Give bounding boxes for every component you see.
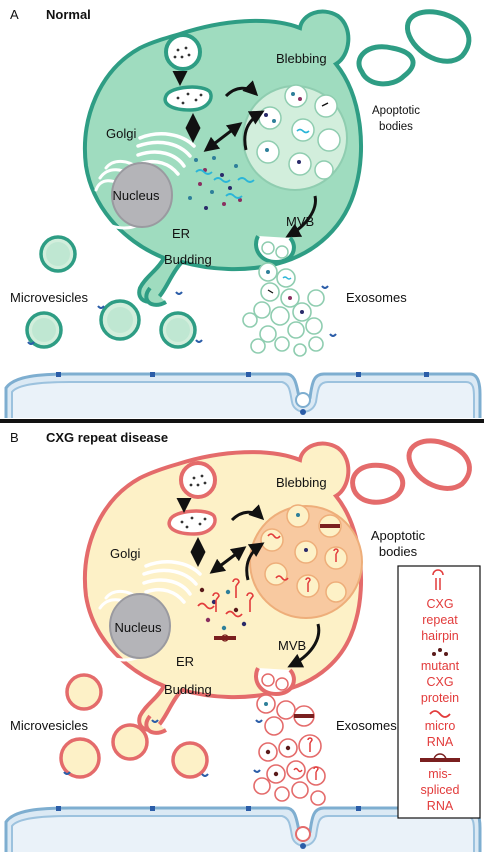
- panel-a-letter: A: [10, 7, 19, 22]
- hairpin-icon: [432, 569, 444, 590]
- legend-item-4-line-2: spliced: [421, 783, 460, 797]
- recipient-cell-inner: [11, 381, 475, 418]
- microvesicles: [25, 235, 197, 349]
- exosomes-label-b: Exosomes: [336, 718, 397, 733]
- cytosolic-cargo: [188, 156, 255, 210]
- legend-item-4-line-1: mis-: [428, 767, 452, 781]
- squiggle-icon: [429, 710, 451, 718]
- bar-icon: [420, 753, 460, 762]
- legend-item-1-line-2: repeat: [422, 613, 458, 627]
- apoptotic-label: Apoptotic: [372, 105, 420, 117]
- nucleus-label-b: Nucleus: [115, 620, 162, 635]
- mvb-cargo: [264, 92, 329, 164]
- apoptotic-body: [356, 44, 416, 87]
- golgi-label: Golgi: [106, 126, 136, 141]
- panel-a-title: Normal: [46, 7, 91, 22]
- surface-receptors-b: [63, 719, 263, 777]
- er-label-b: ER: [176, 654, 194, 669]
- exosomes-b: [253, 694, 326, 806]
- apoptotic-label-b-2: bodies: [379, 544, 418, 559]
- budding-vesicle: [144, 286, 167, 307]
- protein-dots-icon: [432, 648, 448, 656]
- transport-vesicle: [163, 85, 213, 112]
- panel-b-title: CXG repeat disease: [46, 430, 168, 445]
- trafficking-arrows-b: [176, 498, 321, 668]
- legend-item-3-line-2: RNA: [427, 735, 454, 749]
- legend-item-2-line-3: protein: [421, 691, 459, 705]
- budding-label: Budding: [164, 252, 212, 267]
- nucleus-b: [109, 593, 171, 659]
- legend-item-2-line-2: CXG: [426, 675, 453, 689]
- apoptotic-label-b: Apoptotic: [371, 528, 426, 543]
- legend: CXG repeat hairpin mutant CXG protein mi…: [397, 565, 481, 819]
- apoptotic-body: [405, 9, 472, 64]
- apoptotic-bodies-b: [350, 438, 472, 505]
- exosome-b-cargo: [264, 702, 319, 780]
- panel-b-letter: B: [10, 430, 19, 445]
- golgi-apparatus: [136, 132, 196, 176]
- legend-item-3-line-1: micro: [425, 719, 456, 733]
- legend-item-4-line-3: RNA: [427, 799, 454, 813]
- legend-item-1-line-1: CXG: [426, 597, 453, 611]
- panel-divider: [0, 419, 484, 423]
- vesicle: [179, 461, 217, 499]
- internalized-exosome: [295, 392, 311, 408]
- disease-cargo: [197, 578, 254, 642]
- exosomes: [242, 262, 325, 357]
- recipient-cell-b-inner: [11, 815, 475, 852]
- budding-vesicle-b: [144, 714, 167, 735]
- exosomes-label: Exosomes: [346, 290, 407, 305]
- panel-b: B CXG repeat disease Apoptotic bodies: [4, 430, 482, 852]
- nucleus: [111, 162, 173, 228]
- trafficking-arrows: [172, 71, 317, 238]
- mvb-b-vesicles: [260, 504, 348, 603]
- internalized-exosome-b: [295, 826, 311, 842]
- nucleus-label: Nucleus: [113, 188, 160, 203]
- legend-item-2-line-1: mutant: [421, 659, 460, 673]
- vesicle: [164, 33, 202, 71]
- mvb-b-cargo: [267, 513, 340, 592]
- golgi-label-b: Golgi: [110, 546, 140, 561]
- recipient-receptors: [56, 372, 429, 377]
- golgi-apparatus-b: [142, 560, 202, 604]
- legend-box: [397, 565, 481, 819]
- microvesicles-label-b: Microvesicles: [10, 718, 89, 733]
- budding-label-b: Budding: [164, 682, 212, 697]
- microvesicles-label: Microvesicles: [10, 290, 89, 305]
- surface-receptors: [27, 285, 337, 345]
- microvesicles-b: [59, 673, 209, 779]
- apoptotic-body: [350, 462, 406, 505]
- apoptotic-label-2: bodies: [379, 121, 413, 133]
- exosome-cargo: [266, 270, 304, 314]
- apoptotic-body: [406, 438, 472, 491]
- transport-vesicle: [167, 509, 217, 536]
- er-label: ER: [172, 226, 190, 241]
- cargo-dots: [173, 46, 191, 59]
- blebbing-label: Blebbing: [276, 51, 327, 66]
- legend-item-1-line-3: hairpin: [421, 629, 459, 643]
- blebbing-label-b: Blebbing: [276, 475, 327, 490]
- mvb-label-b: MVB: [278, 638, 306, 653]
- panel-a: A Normal Apoptotic bodies: [4, 7, 482, 418]
- apoptotic-bodies: [356, 9, 472, 87]
